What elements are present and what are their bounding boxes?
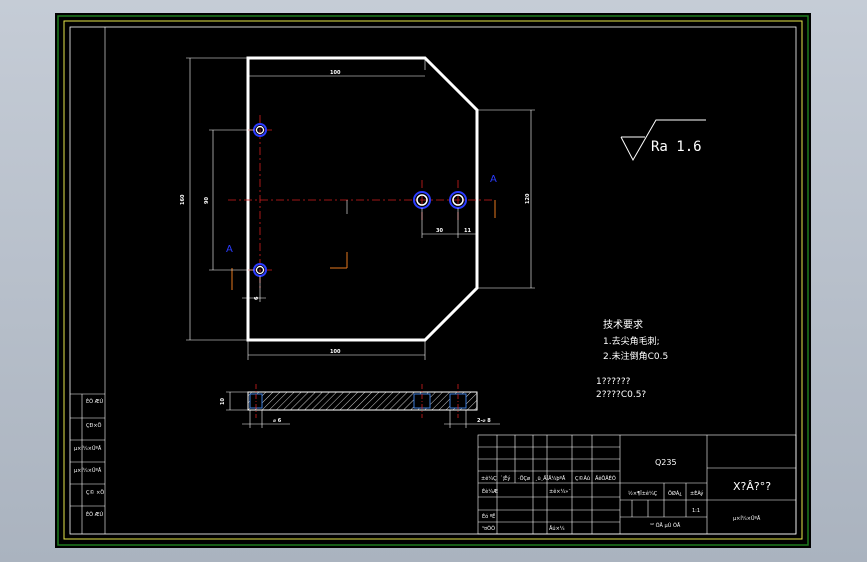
title-design-label: Éè¼Æ xyxy=(482,487,498,495)
dim-left-offset: 6 xyxy=(254,296,260,300)
section-cut-markers xyxy=(231,200,496,290)
title-scale-row-6: ÄêÔÂÈÕ xyxy=(595,474,616,482)
title-ratio-value: 1:1 xyxy=(692,508,700,514)
tech-req-garbled-1: 1?????? xyxy=(596,377,631,387)
side-title-3: µ×Í¼×ÜºÅ xyxy=(74,445,102,452)
title-standard-label: ±ê×¼»¯ xyxy=(549,488,571,495)
side-title-1: ÈÕ ÆÚ xyxy=(86,397,104,405)
side-title-5: Ç© ×Ö xyxy=(86,489,104,496)
section-view[interactable] xyxy=(247,391,478,411)
title-stage-label: ½×¶Î±ê¼Ç xyxy=(628,490,658,497)
view-label-a-right: A xyxy=(490,174,497,185)
dim-bottom-width: 100 xyxy=(330,349,341,355)
title-scale-row-2: ´¦Êý xyxy=(500,474,510,482)
title-scale-row-4: ¸ü¸ÄÎÄ¼þºÅ xyxy=(535,475,566,482)
title-part-name: X?Â?°? xyxy=(733,480,771,493)
dim-hole-dia-left: ⌀ 6 xyxy=(273,418,282,424)
title-drawing-no: µ×Í¼×ÜºÅ xyxy=(733,515,761,522)
title-block-grid xyxy=(477,434,797,535)
title-check-label: Éó ºË xyxy=(482,512,495,520)
side-title-6: ÈÕ ÆÚ xyxy=(86,510,104,518)
dim-right-height: 120 xyxy=(525,193,531,204)
side-title-4: µ×Í¼×ÜºÅ xyxy=(74,467,102,474)
title-process-label: ¹¤ÒÕ xyxy=(482,525,495,532)
tech-req-title: 技术要求 xyxy=(603,318,643,331)
title-ratio-label: ±ÈÀý xyxy=(690,489,703,497)
dimension-lines xyxy=(186,57,535,360)
dim-hole-dia-right: 2-⌀ 8 xyxy=(477,418,491,424)
section-dimension-lines xyxy=(226,391,500,428)
dim-top-width: 100 xyxy=(330,70,341,76)
drawing-border xyxy=(69,26,797,535)
dim-hole-spacing-horizontal: 30 xyxy=(436,228,443,234)
outer-frame xyxy=(57,15,809,546)
tech-req-item-2: 2.未注倒角C0.5 xyxy=(603,350,668,362)
title-approve-label: Åú×¼ xyxy=(549,525,565,532)
title-scale-row-5: Ç©Ãû xyxy=(575,475,590,482)
title-scale-row-1: ±ê¼Ç xyxy=(481,475,497,482)
side-title-2: ÇÐ×Ö xyxy=(86,422,102,429)
side-title-strip xyxy=(70,27,106,534)
title-weight-label: ÖØÁ¿ xyxy=(668,490,682,497)
dim-thickness: 10 xyxy=(220,398,226,405)
title-scale-row-3: ·ÖÇø xyxy=(518,475,530,482)
inner-frame xyxy=(63,20,803,540)
surface-finish-value: Ra 1.6 xyxy=(651,139,702,155)
section-center-lines xyxy=(255,384,459,418)
view-label-a-left: A xyxy=(226,244,233,255)
sheet-background xyxy=(55,13,811,548)
tech-req-item-1: 1.去尖角毛刺; xyxy=(603,335,660,347)
title-sheet-label: ¹² ÕÅ µÚ ÕÅ xyxy=(650,522,681,529)
surface-finish-symbol xyxy=(620,119,706,162)
dim-hole-spacing-vertical: 90 xyxy=(204,197,210,204)
dim-left-height: 160 xyxy=(180,194,186,205)
tech-req-garbled-2: 2????C0.5? xyxy=(596,390,646,400)
dim-edge-offset: 11 xyxy=(464,228,471,234)
title-material: Q235 xyxy=(655,458,677,467)
